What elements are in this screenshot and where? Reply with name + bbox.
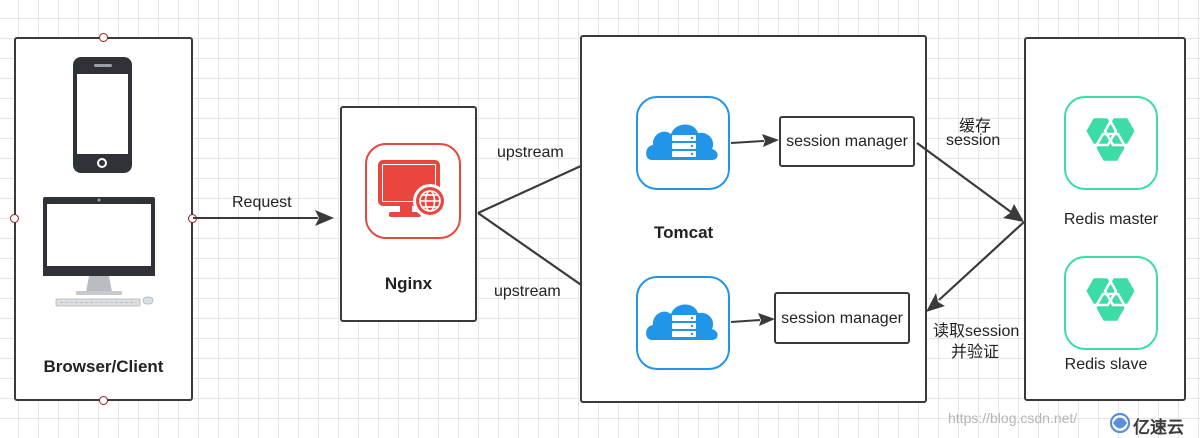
upstream-label-bottom: upstream — [494, 283, 561, 300]
session-manager-top-label: session manager — [786, 133, 908, 150]
client-label: Browser/Client — [43, 357, 164, 376]
redis-slave-label: Redis slave — [1064, 356, 1148, 373]
tomcat-label: Tomcat — [654, 223, 714, 242]
resize-handle-left[interactable] — [10, 214, 19, 223]
upstream-label-top: upstream — [497, 144, 564, 161]
client-panel[interactable] — [14, 37, 193, 401]
cache-label-line1: 缓存 — [958, 118, 991, 135]
read-label-line1: 读取session — [933, 323, 1020, 340]
resize-handle-right[interactable] — [188, 214, 197, 223]
nginx-label: Nginx — [384, 274, 433, 293]
redis-master-label: Redis master — [1063, 211, 1159, 228]
watermark-brand: 亿速云 — [1133, 418, 1184, 437]
request-label: Request — [232, 194, 292, 211]
session-manager-bottom[interactable]: session manager — [774, 292, 910, 344]
tomcat-panel[interactable] — [580, 35, 927, 403]
resize-handle-top[interactable] — [99, 33, 108, 42]
cache-label-line2: session — [946, 132, 1001, 149]
read-label-line2: 并验证 — [951, 344, 1000, 361]
session-manager-bottom-label: session manager — [781, 310, 903, 327]
resize-handle-bottom[interactable] — [99, 396, 108, 405]
session-manager-top[interactable]: session manager — [779, 116, 915, 167]
watermark-url: https://blog.csdn.net/ — [948, 410, 1078, 426]
